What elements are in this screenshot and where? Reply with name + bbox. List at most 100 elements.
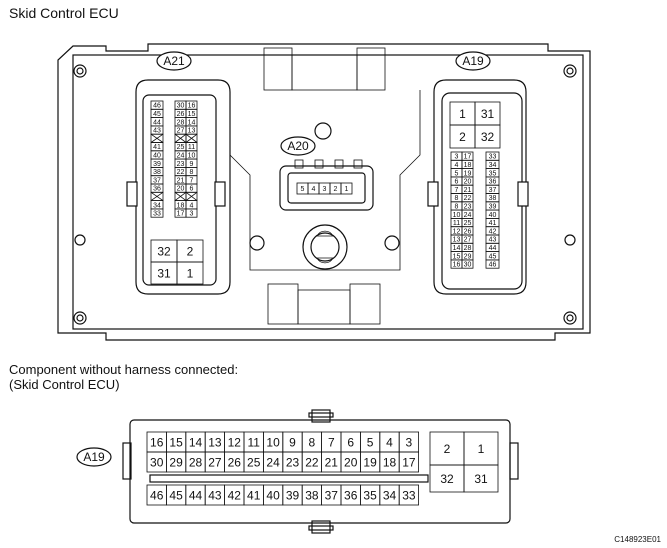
a19-pin: 28 [464, 245, 472, 252]
a21-pin: 20 [177, 186, 185, 193]
a19-pin: 1 [459, 107, 466, 121]
a19-detail-pin: 26 [228, 455, 242, 469]
a19-detail-pin: 1 [478, 442, 485, 456]
a19-detail-pin: 13 [208, 435, 222, 449]
a21-pin: 38 [153, 169, 161, 176]
a19-detail-pin: 25 [247, 455, 261, 469]
a19-detail-connector [122, 409, 519, 534]
a20-pin: 5 [301, 186, 305, 193]
a19-detail-pin: 17 [402, 455, 416, 469]
a19-detail-pin: 33 [402, 488, 416, 502]
figure-code: C148923E01 [614, 535, 661, 544]
a19-pin: 15 [453, 253, 461, 260]
a21-pin: 6 [190, 186, 194, 193]
a21-pin: 21 [177, 177, 185, 184]
a19-pin: 5 [455, 170, 459, 177]
a21-pin: 40 [153, 152, 161, 159]
a21-pin: 18 [177, 202, 185, 209]
a21-pin: 43 [153, 128, 161, 135]
a19-detail-pin: 9 [289, 435, 296, 449]
a19-pin: 3 [455, 154, 459, 161]
a20-pin-cell [340, 182, 353, 195]
a19-detail-pin: 36 [344, 488, 358, 502]
a19-pin: 16 [453, 262, 461, 269]
connector-a19-housing [427, 79, 529, 295]
a19-detail-pin: 42 [228, 488, 242, 502]
a20-pin: 2 [334, 186, 338, 193]
a21-pin: 17 [177, 211, 185, 218]
a19-detail-pin: 22 [305, 455, 319, 469]
a19-pin-cell [485, 259, 500, 269]
a19-detail-pin: 20 [344, 455, 358, 469]
a19-pin: 24 [464, 212, 472, 219]
a19-pin: 35 [489, 170, 497, 177]
a19-detail-pin: 19 [363, 455, 377, 469]
detail-caption-line2: (Skid Control ECU) [9, 377, 120, 392]
a21-pin: 25 [177, 144, 185, 151]
a19-detail-pin-cell [398, 484, 420, 506]
a19-pin: 32 [481, 130, 495, 144]
a19-detail-pin: 46 [150, 488, 164, 502]
a19-pin: 39 [489, 203, 497, 210]
a19-detail-pin: 27 [208, 455, 222, 469]
a19-pin: 13 [453, 237, 461, 244]
a19-detail-pin: 16 [150, 435, 164, 449]
a21-pin: 30 [177, 103, 185, 110]
a19-pin: 22 [464, 195, 472, 202]
a21-pin: 45 [153, 111, 161, 118]
a21-pin: 31 [157, 266, 171, 280]
a19-detail-pin: 38 [305, 488, 319, 502]
a19-pin: 29 [464, 253, 472, 260]
a19-pin: 26 [464, 228, 472, 235]
unused-pin-cross [174, 191, 187, 201]
a19-pin: 38 [489, 195, 497, 202]
a19-detail-pin: 24 [266, 455, 280, 469]
a20-pin: 1 [345, 186, 349, 193]
a19-pin-cell [474, 124, 501, 149]
a21-pin: 28 [177, 119, 185, 126]
connector-a20-housing [279, 159, 374, 211]
a19-detail-pin: 3 [406, 435, 413, 449]
a19-detail-pin: 28 [189, 455, 203, 469]
a21-pin: 10 [188, 152, 196, 159]
a19-detail-pin: 23 [286, 455, 300, 469]
a21-pin-cell [150, 208, 164, 218]
a19-pin: 14 [453, 245, 461, 252]
a19-detail-pin: 12 [228, 435, 242, 449]
a21-pin: 24 [177, 152, 185, 159]
a19-detail-pin: 37 [325, 488, 339, 502]
a19-pin: 33 [489, 154, 497, 161]
a19-pin: 8 [455, 195, 459, 202]
unused-pin-cross [185, 191, 198, 201]
detail-caption-line1: Component without harness connected: [9, 362, 239, 377]
a19-pin: 34 [489, 162, 497, 169]
a21-label: A21 [163, 54, 185, 68]
ecu-housing [57, 43, 591, 341]
a19-detail-pin: 8 [309, 435, 316, 449]
a21-pin: 14 [188, 119, 196, 126]
connector-a21-housing [126, 79, 231, 295]
a19-detail-pin: 6 [347, 435, 354, 449]
unused-pin-cross [150, 133, 164, 143]
a21-pin: 8 [190, 169, 194, 176]
a21-pin: 9 [190, 161, 194, 168]
a19-pin: 7 [455, 187, 459, 194]
a19-pin: 17 [464, 154, 472, 161]
a19-pin: 8 [455, 203, 459, 210]
a19-detail-pin: 34 [383, 488, 397, 502]
a19-pin: 36 [489, 179, 497, 186]
unused-pin-cross [150, 191, 164, 201]
a19-pin-cell [461, 259, 474, 269]
a19-pin: 40 [489, 212, 497, 219]
a21-pin: 26 [177, 111, 185, 118]
a19-detail-pin-cell [463, 464, 499, 493]
a19-pin: 11 [453, 220, 460, 227]
a21-pin: 3 [190, 211, 194, 218]
a21-pin-cell [185, 208, 198, 218]
diagram-title: Skid Control ECU [9, 5, 119, 21]
a19-detail-pin: 2 [444, 442, 451, 456]
a20-pin: 4 [312, 186, 316, 193]
